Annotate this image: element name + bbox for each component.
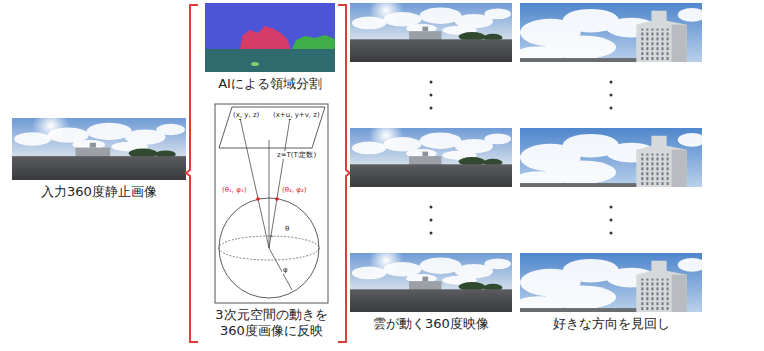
image-panel: 雲が動く360度映像 <box>345 3 517 332</box>
dot <box>610 206 613 209</box>
dot <box>610 81 613 84</box>
dot <box>610 232 613 235</box>
sky-region <box>205 3 335 49</box>
ground-region <box>205 49 335 72</box>
dot <box>430 232 433 235</box>
segmentation-image <box>205 3 335 72</box>
image-caption: 好きな方向を見回し <box>520 316 702 332</box>
ray <box>269 248 292 290</box>
dot <box>430 81 433 84</box>
video-frame <box>350 0 512 62</box>
image-caption: 入力360度静止画像 <box>10 184 188 200</box>
tree-region <box>292 35 335 49</box>
ray <box>269 118 290 248</box>
point <box>256 197 260 201</box>
figure-label: (θ₂, φ₂) <box>281 186 307 194</box>
dot <box>430 94 433 97</box>
figure-label: z=T(T:定数) <box>276 151 317 159</box>
figure-frame <box>215 104 328 303</box>
view-frame <box>515 128 706 187</box>
ray <box>240 118 269 248</box>
dot <box>430 206 433 209</box>
image-caption: 3次元空間の動きを 360度画像に反映 <box>209 307 334 339</box>
figure-label: (x+u, y+v, z) <box>272 111 321 119</box>
image-panel: 入力360度静止画像 <box>10 118 188 200</box>
object-region <box>251 62 259 66</box>
dot <box>610 219 613 222</box>
point <box>275 197 279 201</box>
figure-label: θ <box>284 225 290 233</box>
figure-label: (θ₁, φ₁) <box>221 186 247 194</box>
dot <box>430 107 433 110</box>
image-panel: 3次元空間の動きを 360度画像に反映 <box>209 104 334 339</box>
figure-label: φ <box>282 266 289 274</box>
image-caption: 雲が動く360度映像 <box>345 316 517 332</box>
input-panorama <box>12 108 186 180</box>
view-frame <box>515 3 706 62</box>
projection-plane <box>219 107 325 148</box>
dot <box>610 94 613 97</box>
red-bracket <box>186 5 198 342</box>
video-frame <box>350 244 512 312</box>
dot <box>610 107 613 110</box>
figure-label: (x, y, z) <box>232 111 260 119</box>
dot <box>430 219 433 222</box>
z-axis <box>269 140 270 248</box>
video-frame <box>350 119 512 187</box>
red-bracket <box>338 5 350 342</box>
image-panel: AIによる領域分割 <box>205 3 335 92</box>
continuation-dots <box>430 81 613 235</box>
angle-arc <box>269 235 273 237</box>
building-region <box>240 26 290 49</box>
sphere-figure <box>215 104 328 303</box>
view-frame <box>515 253 706 312</box>
image-panel: 好きな方向を見回し <box>520 3 702 332</box>
image-caption: AIによる領域分割 <box>205 76 335 92</box>
